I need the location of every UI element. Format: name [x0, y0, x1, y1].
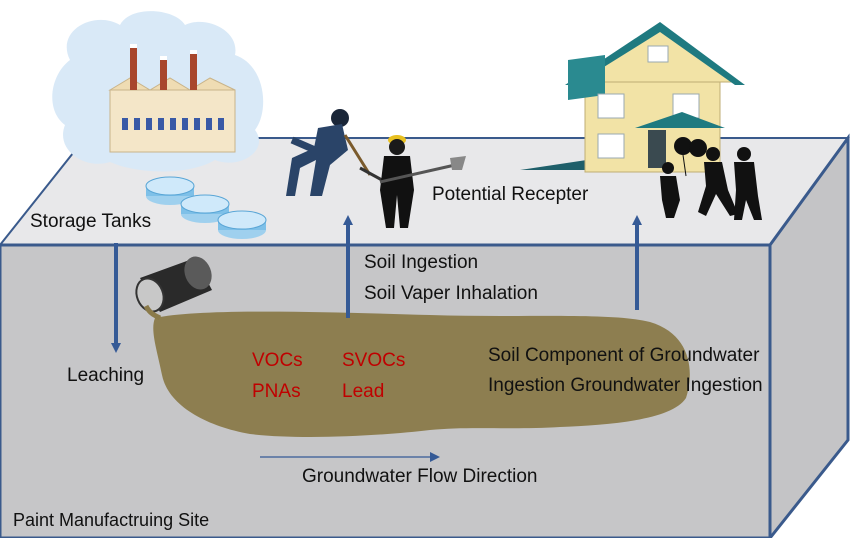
contaminant-plume	[153, 311, 690, 437]
house-icon	[520, 22, 745, 173]
potential-receptor-label: Potential Recepter	[432, 184, 589, 205]
storage-tank-icon	[145, 176, 267, 239]
groundwater-pathway-line2: Ingestion Groundwater Ingestion	[488, 375, 763, 396]
contaminant-pnas: PNAs	[252, 381, 301, 402]
soil-pathway-line1: Soil Ingestion	[364, 252, 479, 273]
leaching-label: Leaching	[67, 365, 145, 386]
flow-direction-label: Groundwater Flow Direction	[302, 466, 538, 487]
contaminant-lead: Lead	[342, 381, 385, 402]
groundwater-pathway-line1: Soil Component of Groundwater	[488, 345, 760, 366]
soil-pathway-line2: Soil Vaper Inhalation	[364, 283, 538, 304]
worker-digging-icon	[286, 109, 383, 196]
subsurface-side	[768, 133, 850, 538]
family-icon	[660, 137, 762, 220]
site-name-label: Paint Manufactruing Site	[13, 510, 210, 530]
worker-with-shovel-icon	[379, 135, 466, 228]
storage-tanks-label: Storage Tanks	[30, 211, 152, 232]
leaking-drum-icon	[135, 256, 212, 321]
contaminant-svocs: SVOCs	[342, 350, 406, 371]
factory-icon	[52, 11, 264, 172]
contaminant-vocs: VOCs	[252, 350, 303, 371]
